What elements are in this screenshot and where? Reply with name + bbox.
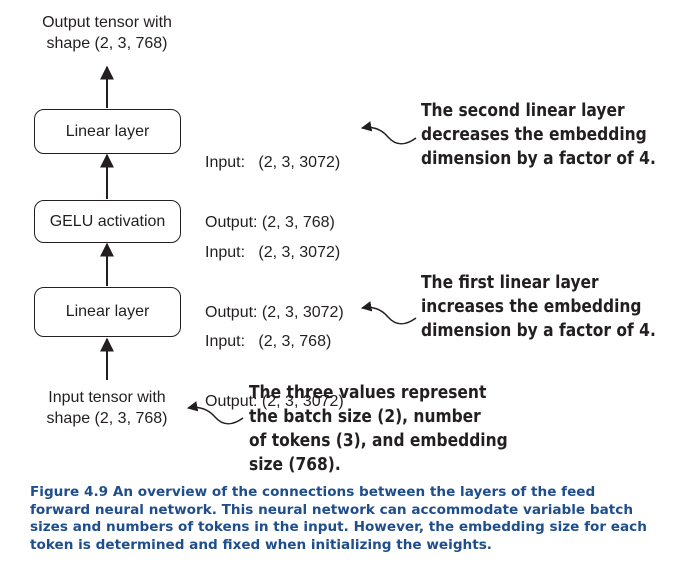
annotation-second-line-2: decreases the embedding [421,124,647,145]
pointer-first-layer [360,301,417,325]
pointer-second-layer [360,121,417,145]
input-label-line-1: Input tensor with [48,389,166,406]
annotation-second-layer: The second linear layer decreases the em… [421,99,656,171]
gelu-activation-node: GELU activation [34,200,181,243]
figure-caption: Figure 4.9 An overview of the connection… [30,484,647,553]
annotation-values-line-4: size (768). [249,454,341,475]
output-label-line-1: Output tensor with [42,14,172,31]
io-bottom-output: Output: (2, 3, 3072) [205,393,344,410]
annotation-values-line-1: The three values represent [249,382,487,403]
annotation-second-line-3: dimension by a factor of 4. [421,148,656,169]
annotation-values-line-3: of tokens (3), and embedding [249,430,508,451]
annotation-values-line-2: the batch size (2), number [249,406,481,427]
output-label-line-2: shape (2, 3, 768) [46,35,168,52]
io-top: Input: (2, 3, 3072) Output: (2, 3, 768) [205,113,340,273]
annotation-first-layer: The first linear layer increases the emb… [421,271,656,343]
linear-layer-bottom-node: Linear layer [34,287,181,337]
io-top-input: Input: (2, 3, 3072) [205,154,341,171]
output-tensor-label: Output tensor with shape (2, 3, 768) [22,12,192,54]
annotation-second-line-1: The second linear layer [421,100,625,121]
annotation-first-line-1: The first linear layer [421,272,599,293]
annotation-first-line-2: increases the embedding [421,296,642,317]
io-middle-output: Output: (2, 3, 3072) [205,304,344,321]
io-bottom-input: Input: (2, 3, 768) [205,333,332,350]
pointer-three-values [186,401,244,425]
gelu-activation-label: GELU activation [49,212,166,230]
io-middle-input: Input: (2, 3, 3072) [205,244,341,261]
io-bottom: Input: (2, 3, 768) Output: (2, 3, 3072) [205,292,344,452]
linear-layer-bottom-label: Linear layer [65,303,150,320]
input-label-line-2: shape (2, 3, 768) [46,410,168,427]
io-top-output: Output: (2, 3, 768) [205,214,335,231]
io-middle: Input: (2, 3, 3072) Output: (2, 3, 3072) [205,203,344,363]
annotation-three-values: The three values represent the batch siz… [249,381,508,477]
annotation-first-line-3: dimension by a factor of 4. [421,320,656,341]
input-tensor-label: Input tensor with shape (2, 3, 768) [22,387,192,429]
linear-layer-top-label: Linear layer [65,122,150,140]
linear-layer-top-node: Linear layer [34,109,181,154]
